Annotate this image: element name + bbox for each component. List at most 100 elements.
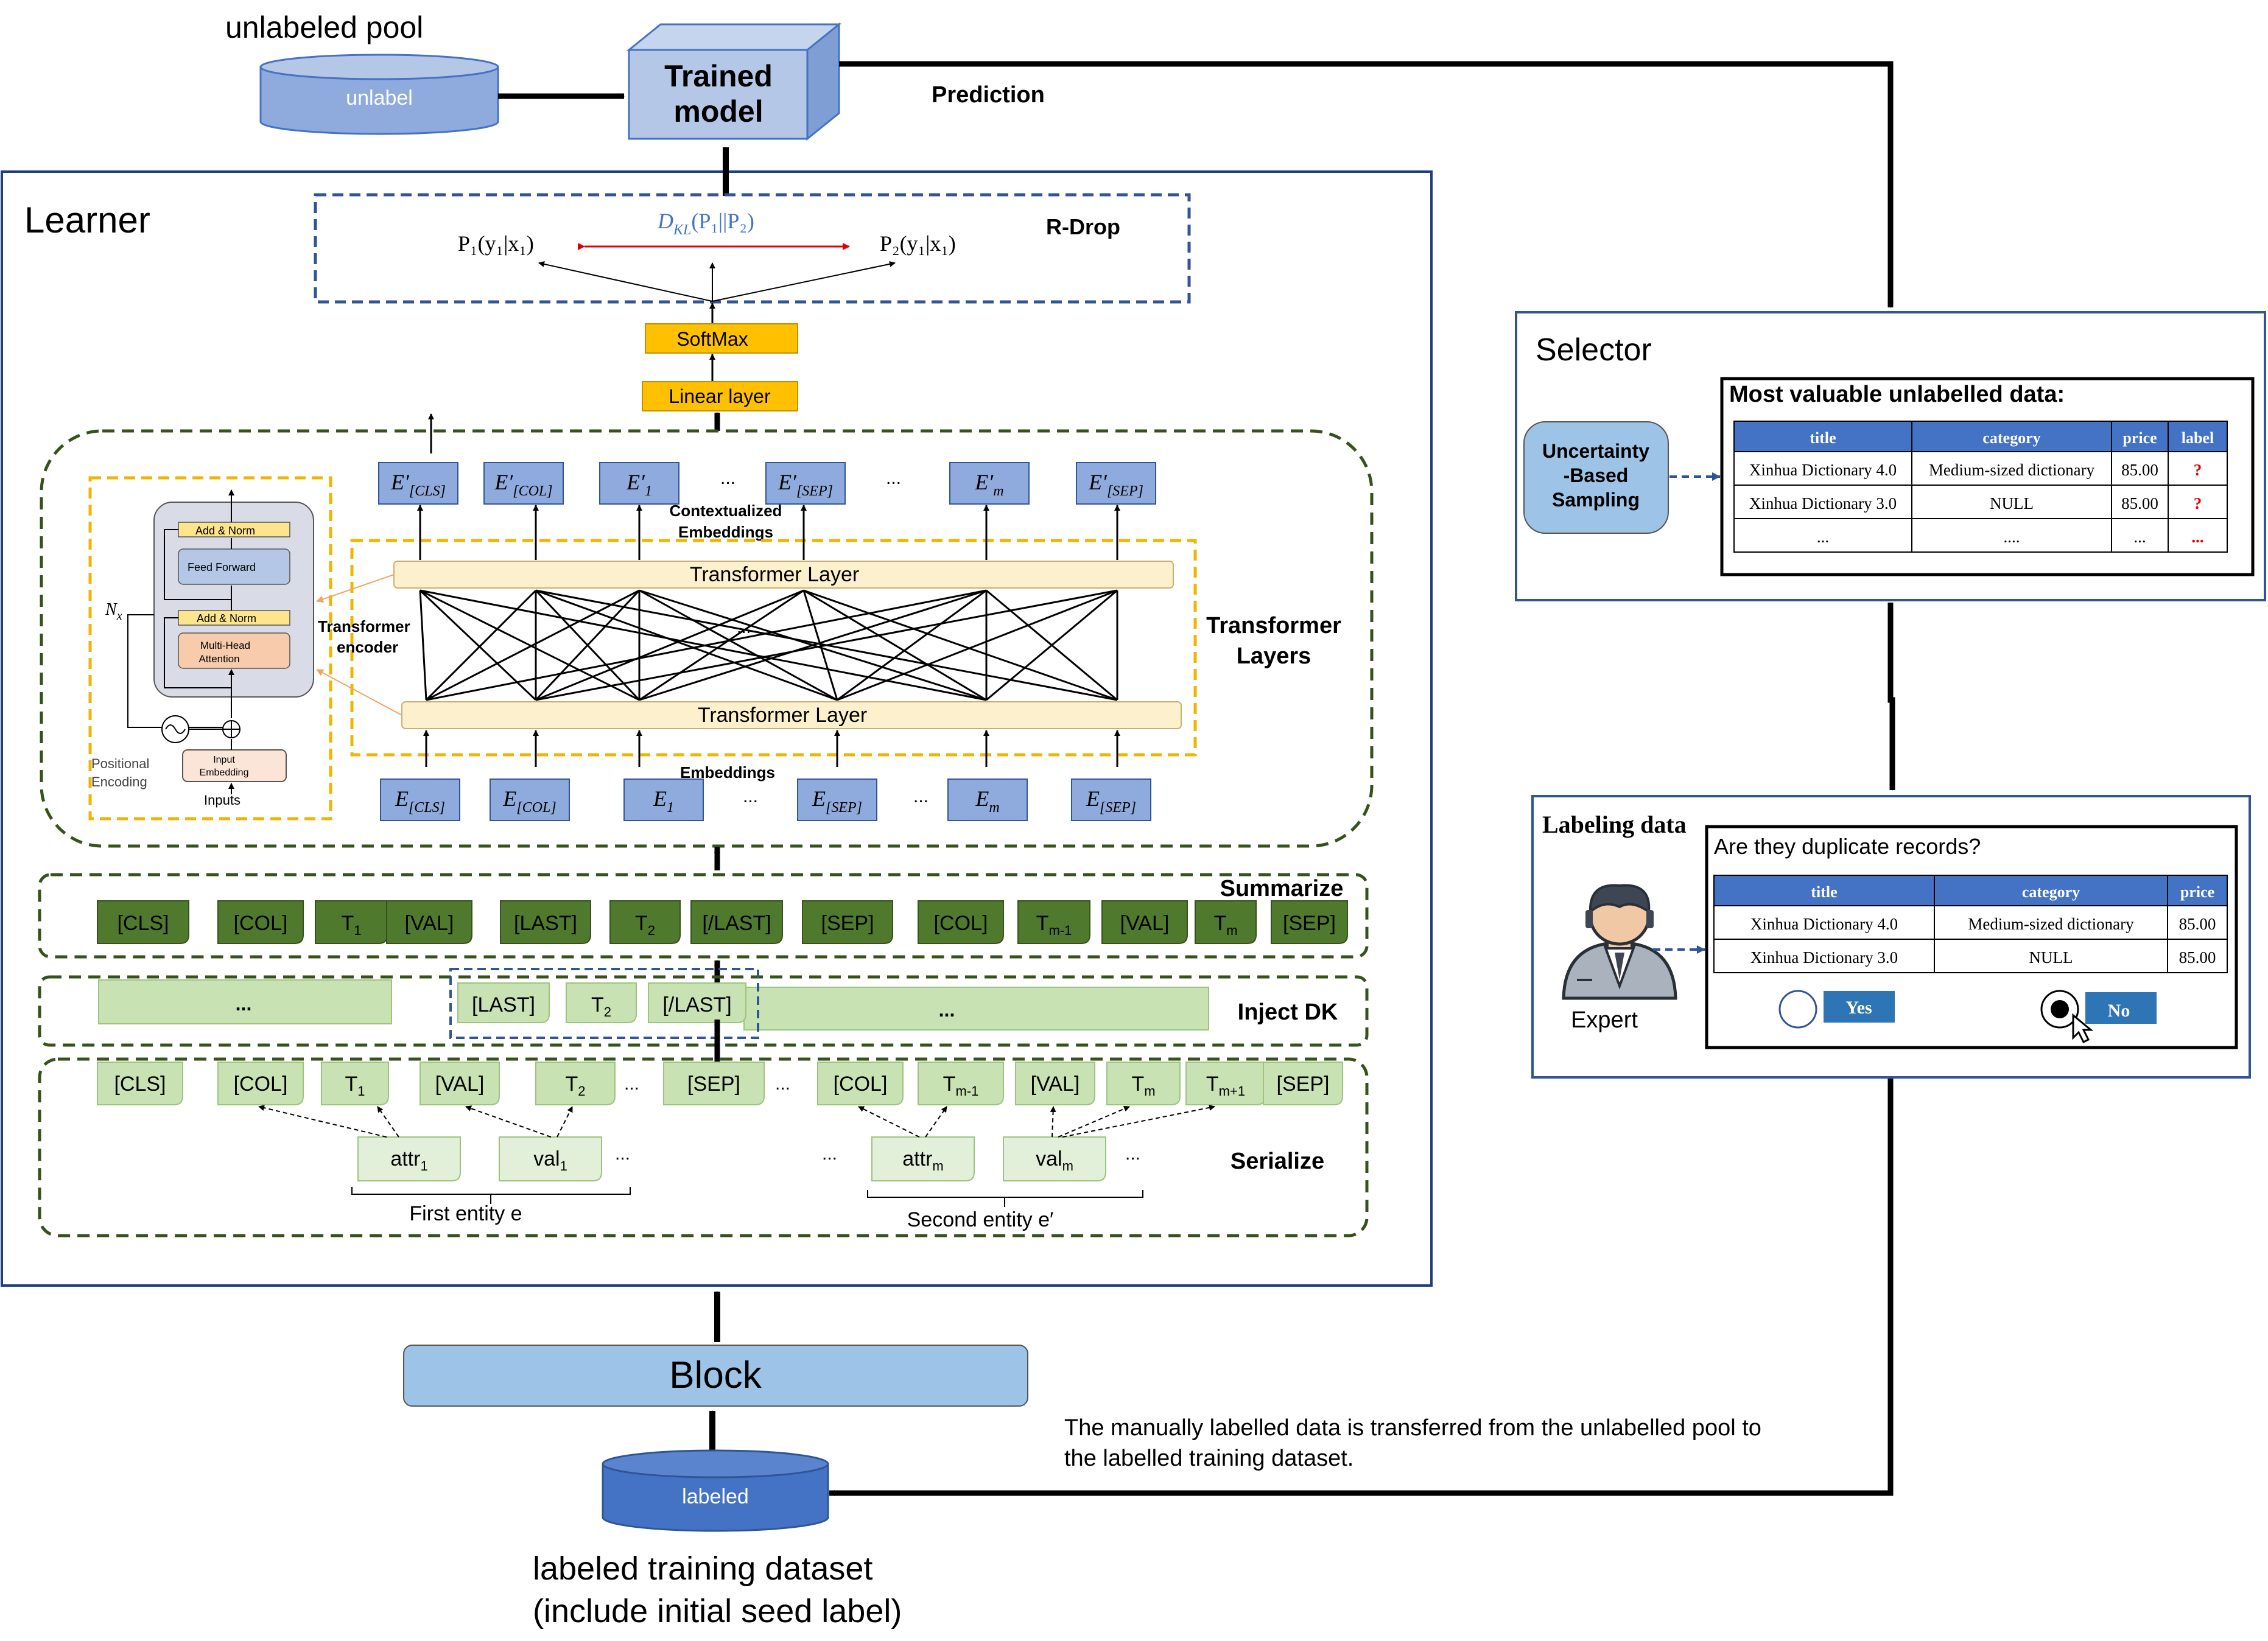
selector-table-cell [2111,485,2169,519]
softmax-box [645,323,798,354]
ser-ellipsis-1: ... [624,1074,639,1094]
labeling-table-cell [2167,905,2228,940]
serialize-token-label: T2 [565,1072,585,1099]
attention-line [803,589,987,701]
labeling-table-cell [2167,939,2228,973]
yes-radio[interactable] [1778,990,1817,1029]
arrow-to-p2 [712,261,896,302]
labeling-table-cell [1934,939,2168,973]
summarize-token-label: T2 [635,912,655,938]
summarize-token-label: [SEP] [1283,912,1336,935]
summarize-token [1101,900,1188,944]
attention-connections [417,505,1120,767]
second-entity-label: Second entity e′ [907,1208,1054,1231]
top-embedding-label: E′[SEP] [1088,470,1143,499]
learner-title: Learner [24,200,150,240]
nx-label: Nx [105,600,122,623]
trained-model-cube: Trained model [626,22,842,141]
serialize-token [321,1062,389,1105]
transformer-layers-label-2: Layers [1237,643,1311,669]
selector-title: Selector [1536,332,1652,368]
summarize-token [918,900,1004,944]
attention-line [535,589,838,701]
no-radio-dot [2051,1000,2069,1018]
top-embedding-box [765,462,846,505]
serialize-box [38,1057,1369,1237]
selector-table-cell-label: ... [2191,528,2203,546]
inputs-label: Inputs [204,793,240,808]
labeling-table-cell-label: 85.00 [2179,915,2216,933]
attention-line [986,589,1118,701]
labeling-table-cell-label: NULL [2029,948,2073,967]
inject-pad-left [98,979,392,1024]
attention-line [802,590,838,701]
serialize-token [97,1062,183,1105]
inject-token [566,982,637,1023]
top-embedding-box [483,462,564,505]
embeddings-label: Embeddings [680,763,775,782]
residual-2 [164,529,231,600]
serialize-token-label: Tm+1 [1206,1072,1245,1099]
summarize-token-label: [LAST] [514,912,577,935]
feed-forward-label: Feed Forward [188,561,256,573]
labeling-table-cell-label: Xinhua Dictionary 3.0 [1750,948,1898,967]
attribute-token [871,1136,975,1181]
serialize-token [1263,1062,1343,1105]
selector-table-header-cell [2168,421,2228,452]
attention-line [420,589,987,701]
inject-label: Inject DK [1238,999,1338,1025]
attention-line [803,589,1118,701]
labeling-frame [1531,795,2251,1079]
summarize-token-label: Tm-1 [1036,912,1072,938]
attention-line [837,589,1118,701]
add-norm-bottom-label: Add & Norm [197,612,256,625]
selector-table-cell [2168,451,2228,486]
serialize-token-label: [VAL] [1031,1072,1080,1096]
bottom-embedding-box [380,779,460,821]
summarize-token [97,900,189,944]
second-entity-brace [867,1190,1143,1207]
contextualized-1: Contextualized [670,502,782,520]
inject-tokens: [LAST]T2[/LAST] [457,982,746,1023]
selector-table-cell-label: ? [2194,461,2202,479]
attention-line [419,590,427,701]
top-embedding-box [949,462,1030,505]
serialize-token-label: Tm [1131,1072,1155,1099]
summarize-token-label: Tm [1213,912,1237,938]
serialize-tokens: [CLS][COL]T1[VAL]T2[SEP][COL]Tm-1[VAL]Tm… [97,1062,1343,1105]
summarize-token [1017,900,1090,944]
serialize-token [918,1062,1004,1105]
serialize-token-label: [VAL] [435,1072,485,1096]
prediction-label: Prediction [932,82,1045,108]
attention-line [837,589,987,701]
labeling-table-cell-label: Xinhua Dictionary 4.0 [1750,915,1898,933]
yes-label: Yes [1845,998,1872,1018]
attention-line [535,589,641,701]
selector-table-header-label: label [2182,429,2214,447]
attention-line [639,589,838,701]
sampling-label-1: Uncertainty [1542,440,1649,462]
no-button[interactable] [2085,992,2157,1024]
ellipsis-mid: ... [737,618,751,637]
serialize-token [1106,1062,1181,1105]
summarize-token-label: [/LAST] [702,912,771,935]
attention-line [535,589,1118,701]
top-embedding-label: E′[CLS] [390,470,446,499]
yes-button[interactable] [1824,991,1895,1023]
pool-title: unlabeled pool [225,10,423,44]
serialize-token-label: Tm-1 [943,1072,979,1099]
bottom-embedding-box [797,779,877,821]
labeling-title: Labeling data [1542,811,1687,838]
top-embedding-box [378,462,458,505]
selector-table-cell [1733,451,1912,486]
labeling-table-cell [1934,905,2168,940]
input-embedding-box [182,749,287,782]
expert-label: Expert [1571,1007,1638,1033]
selector-table-cell-label: ... [2133,528,2146,546]
inject-token-label: T2 [591,993,611,1020]
serialize-token-label: [COL] [234,1072,288,1096]
selector-table-header-cell [2111,421,2169,452]
inject-dk-highlight [449,968,759,1039]
selector-table-header-cell [1911,421,2112,452]
transformer-encoder-label-2: encoder [337,638,398,656]
